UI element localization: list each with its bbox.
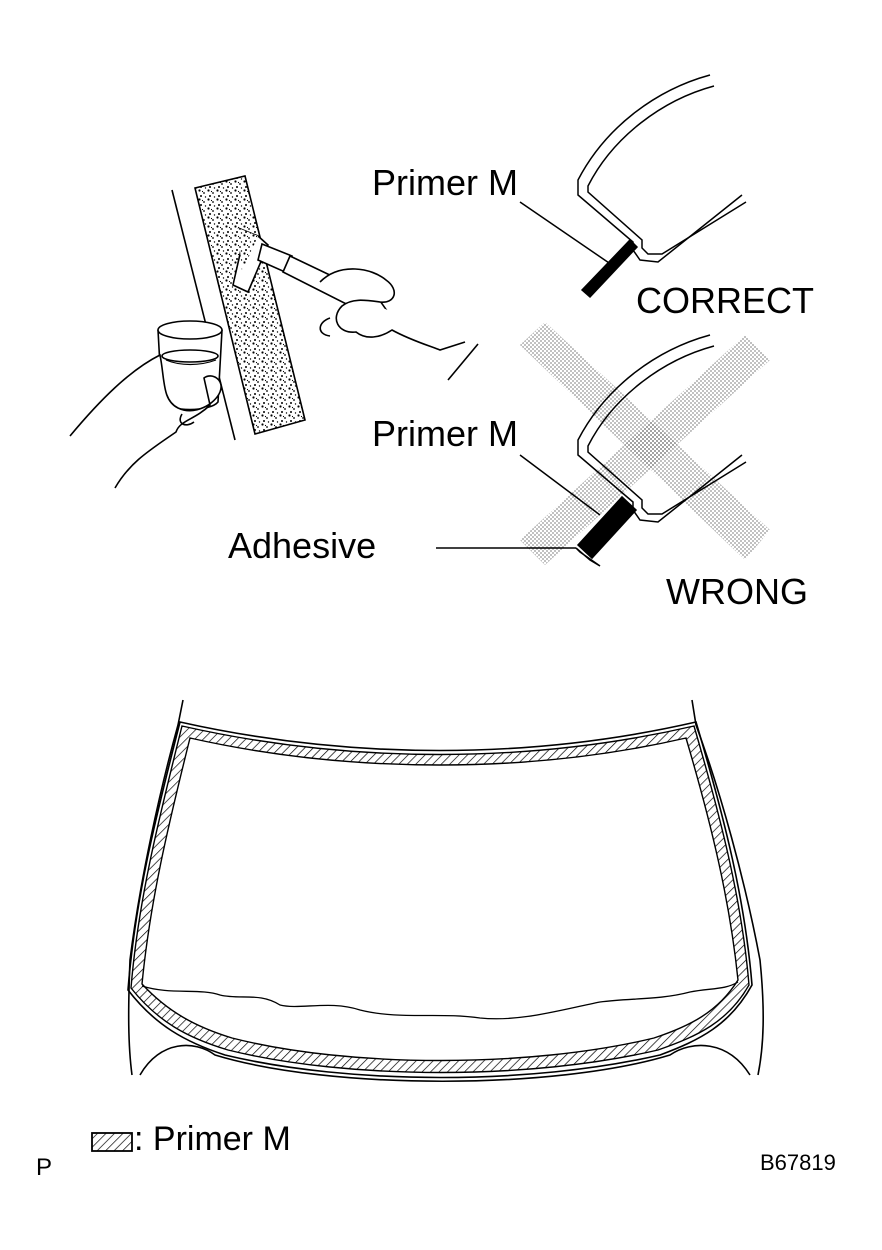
figure-code: B67819 [760, 1150, 836, 1175]
hatched-swatch-icon [91, 1132, 133, 1152]
adhesive-layer-wrong [575, 547, 601, 567]
label-adhesive: Adhesive [228, 525, 376, 566]
label-correct: CORRECT [636, 280, 814, 321]
label-primer-correct: Primer M [372, 162, 518, 203]
leader-line-primer-correct [519, 201, 613, 266]
wrong-section [436, 322, 770, 567]
legend-text: : Primer M [134, 1120, 291, 1158]
body-panel-edge [171, 189, 236, 441]
label-primer-wrong: Primer M [372, 413, 518, 454]
page-code: P [36, 1154, 52, 1181]
correct-section [519, 74, 747, 299]
primer-layer-wrong [576, 495, 638, 560]
label-wrong: WRONG [666, 571, 808, 612]
primer-layer-correct [580, 238, 639, 299]
primer-band-hatched [130, 725, 750, 1074]
right-hand-icon [319, 268, 466, 351]
legend: : Primer M [91, 1120, 291, 1158]
ceramic-edge-line [141, 981, 739, 1020]
adhesive-strip [194, 175, 306, 435]
windshield-diagram [127, 699, 764, 1083]
wrong-x-mark-icon [520, 322, 770, 565]
brush-application-scene [69, 175, 479, 489]
left-hand-icon [69, 353, 222, 489]
leader-line-primer-wrong [519, 454, 601, 516]
